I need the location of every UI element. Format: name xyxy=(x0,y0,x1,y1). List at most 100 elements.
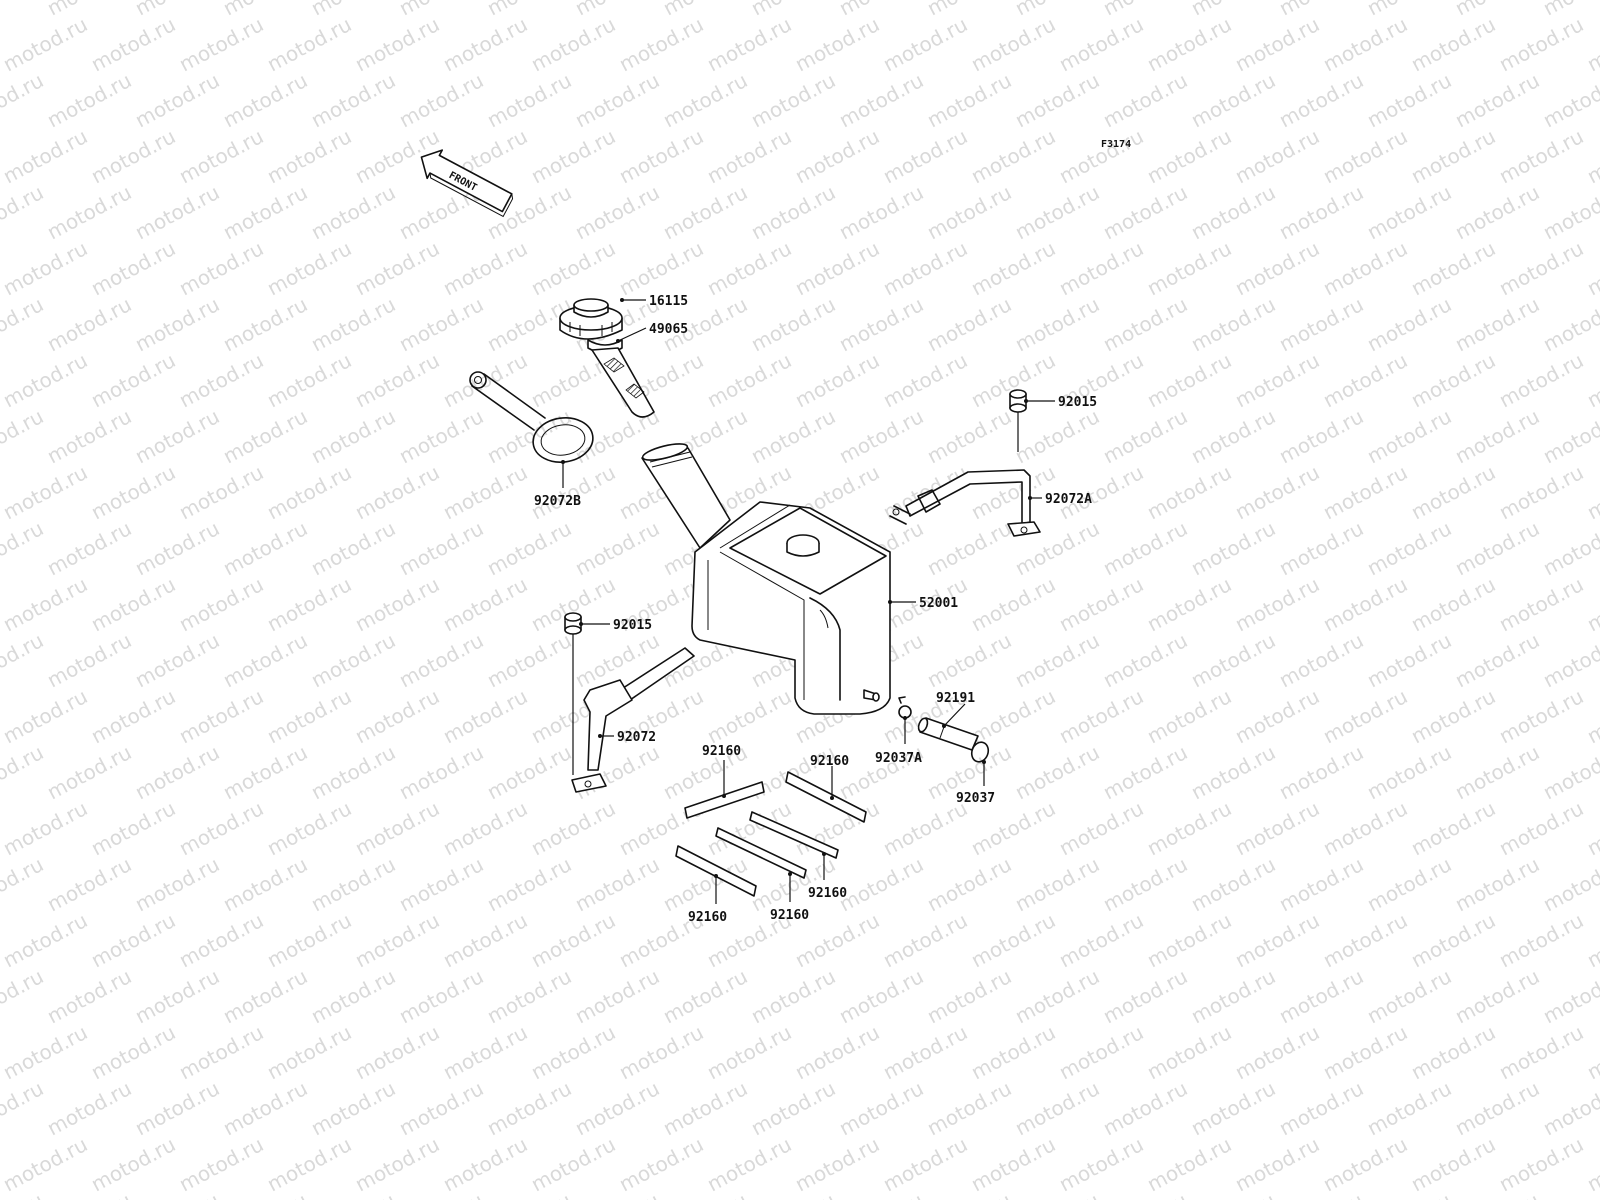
watermark-text: motod.ru xyxy=(43,964,135,1028)
watermark-text: motod.ru xyxy=(43,628,135,692)
watermark-text: motod.ru xyxy=(879,236,971,300)
watermark-text: motod.ru xyxy=(1099,292,1191,356)
watermark-text: motod.ru xyxy=(615,1132,707,1196)
watermark-text: motod.ru xyxy=(571,740,663,804)
watermark-text: motod.ru xyxy=(967,1132,1059,1196)
watermark-text: motod.ru xyxy=(1055,908,1147,972)
watermark-text: motod.ru xyxy=(1143,124,1235,188)
watermark-text: motod.ru xyxy=(175,124,267,188)
watermark-text: motod.ru xyxy=(1583,12,1600,76)
watermark-text: motod.ru xyxy=(1231,460,1323,524)
watermark-text: motod.ru xyxy=(1055,572,1147,636)
watermark-text: motod.ru xyxy=(87,796,179,860)
watermark-text: motod.ru xyxy=(0,796,91,860)
watermark-text: motod.ru xyxy=(835,292,927,356)
watermark-text: motod.ru xyxy=(1143,236,1235,300)
watermark-text: motod.ru xyxy=(1187,404,1279,468)
watermark-text: motod.ru xyxy=(1231,796,1323,860)
watermark-text: motod.ru xyxy=(923,1076,1015,1140)
watermark-text: motod.ru xyxy=(0,1020,3,1084)
watermark-text: motod.ru xyxy=(1143,1132,1235,1196)
watermark-text: motod.ru xyxy=(1495,684,1587,748)
watermark-text: motod.ru xyxy=(1583,460,1600,524)
watermark-text: motod.ru xyxy=(835,68,927,132)
watermark-text: motod.ru xyxy=(1495,1132,1587,1196)
watermark-text: motod.ru xyxy=(307,68,399,132)
watermark-text: motod.ru xyxy=(219,1188,311,1200)
watermark-text: motod.ru xyxy=(219,1076,311,1140)
watermark-text: motod.ru xyxy=(131,0,223,20)
watermark-text: motod.ru xyxy=(439,1020,531,1084)
watermark-text: motod.ru xyxy=(1143,796,1235,860)
watermark-text: motod.ru xyxy=(395,852,487,916)
watermark-text: motod.ru xyxy=(747,1076,839,1140)
watermark-text: motod.ru xyxy=(1319,1020,1411,1084)
watermark-text: motod.ru xyxy=(87,236,179,300)
watermark-text: motod.ru xyxy=(1055,1132,1147,1196)
watermark-text: motod.ru xyxy=(263,348,355,412)
label-92160-e: 92160 xyxy=(688,910,727,925)
watermark-text: motod.ru xyxy=(351,572,443,636)
watermark-text: motod.ru xyxy=(923,404,1015,468)
watermark-text: motod.ru xyxy=(923,852,1015,916)
watermark-text: motod.ru xyxy=(571,68,663,132)
watermark-text: motod.ru xyxy=(1407,908,1499,972)
watermark-text: motod.ru xyxy=(263,1132,355,1196)
watermark-text: motod.ru xyxy=(395,0,487,20)
watermark-text: motod.ru xyxy=(1539,964,1600,1028)
watermark-text: motod.ru xyxy=(87,348,179,412)
watermark-text: motod.ru xyxy=(1319,1132,1411,1196)
watermark-text: motod.ru xyxy=(263,460,355,524)
watermark-text: motod.ru xyxy=(1055,12,1147,76)
watermark-text: motod.ru xyxy=(1187,964,1279,1028)
watermark-text: motod.ru xyxy=(571,516,663,580)
watermark-text: motod.ru xyxy=(175,1132,267,1196)
watermark-text: motod.ru xyxy=(571,1188,663,1200)
watermark-text: motod.ru xyxy=(1187,292,1279,356)
watermark-text: motod.ru xyxy=(1231,572,1323,636)
watermark-text: motod.ru xyxy=(967,124,1059,188)
watermark-text: motod.ru xyxy=(0,12,3,76)
watermark-text: motod.ru xyxy=(1275,0,1367,20)
watermark-text: motod.ru xyxy=(0,684,91,748)
watermark-text: motod.ru xyxy=(1011,180,1103,244)
watermark-text: motod.ru xyxy=(307,1076,399,1140)
pad-e xyxy=(675,845,757,897)
watermark-text: motod.ru xyxy=(791,348,883,412)
watermark-text: motod.ru xyxy=(1583,236,1600,300)
watermark-text: motod.ru xyxy=(1055,796,1147,860)
watermark-text: motod.ru xyxy=(1011,852,1103,916)
watermark-text: motod.ru xyxy=(219,516,311,580)
watermark-text: motod.ru xyxy=(659,964,751,1028)
watermark-text: motod.ru xyxy=(1055,684,1147,748)
watermark-text: motod.ru xyxy=(1407,572,1499,636)
watermark-text: motod.ru xyxy=(1099,0,1191,20)
watermark-text: motod.ru xyxy=(1451,1076,1543,1140)
watermark-text: motod.ru xyxy=(263,124,355,188)
watermark-text: motod.ru xyxy=(43,516,135,580)
watermark-text: motod.ru xyxy=(307,628,399,692)
watermark-text: motod.ru xyxy=(835,1076,927,1140)
watermark-text: motod.ru xyxy=(1231,1020,1323,1084)
watermark-text: motod.ru xyxy=(1055,124,1147,188)
watermark-text: motod.ru xyxy=(1363,964,1455,1028)
watermark-text: motod.ru xyxy=(747,1188,839,1200)
watermark-text: motod.ru xyxy=(1451,740,1543,804)
watermark-text: motod.ru xyxy=(483,628,575,692)
label-92191: 92191 xyxy=(936,691,975,706)
watermark-text: motod.ru xyxy=(571,0,663,20)
watermark-text: motod.ru xyxy=(1011,1188,1103,1200)
watermark-text: motod.ru xyxy=(131,1188,223,1200)
watermark-text: motod.ru xyxy=(43,0,135,20)
watermark-text: motod.ru xyxy=(395,404,487,468)
watermark-text: motod.ru xyxy=(263,908,355,972)
watermark-text: motod.ru xyxy=(1583,684,1600,748)
watermark-text: motod.ru xyxy=(1583,1020,1600,1084)
watermark-text: motod.ru xyxy=(1187,1188,1279,1200)
watermark-text: motod.ru xyxy=(0,124,91,188)
watermark-text: motod.ru xyxy=(1451,964,1543,1028)
watermark-text: motod.ru xyxy=(791,1132,883,1196)
watermark-text: motod.ru xyxy=(0,740,47,804)
watermark-text: motod.ru xyxy=(1275,740,1367,804)
watermark-text: motod.ru xyxy=(219,68,311,132)
